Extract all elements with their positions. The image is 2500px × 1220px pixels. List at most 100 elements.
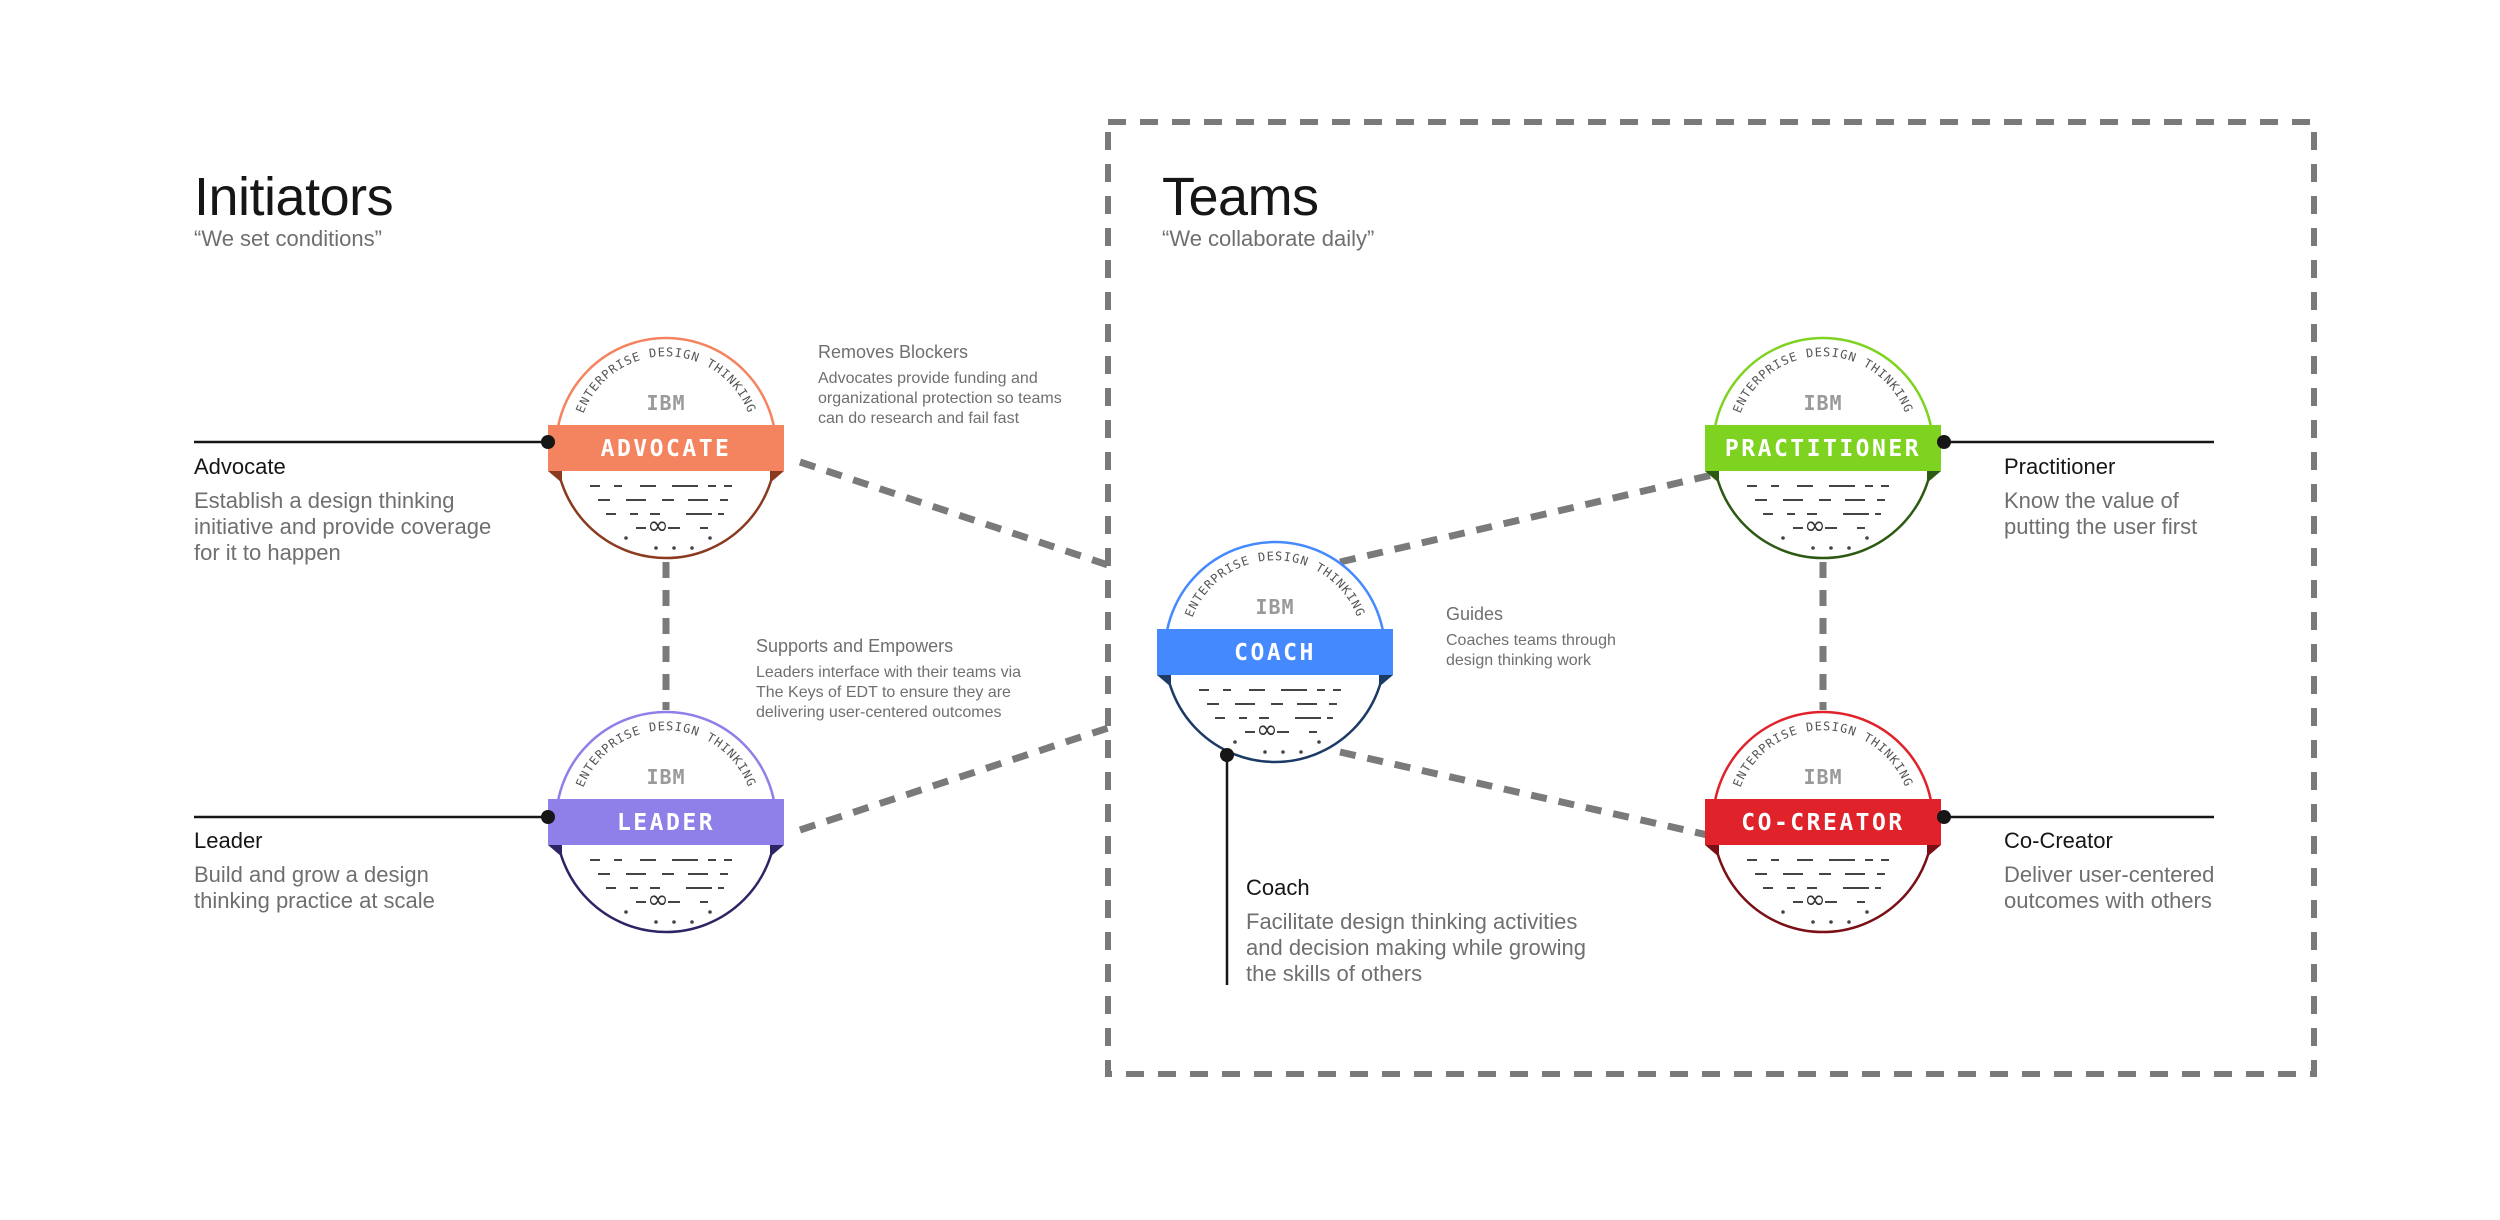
advocate-badge-upper-ring <box>554 336 778 449</box>
cocreator-badge-pattern <box>1747 859 1889 924</box>
leader-info: Leader Build and grow a design thinking … <box>194 828 435 914</box>
leader-badge-lower-ring <box>554 821 778 934</box>
coach-badge-label: COACH <box>1234 640 1316 666</box>
practitioner-badge-ribbon-tail-left <box>1705 471 1719 483</box>
practitioner-badge-lower-ring <box>1711 447 1935 560</box>
practitioner-badge-upper-ring <box>1711 336 1935 449</box>
advocate-badge-pattern <box>590 485 732 550</box>
cocreator-badge-infinity-icon: ∞ <box>1804 885 1826 915</box>
coach-description-line: and decision making while growing <box>1246 935 1586 960</box>
teams-quote: “We collaborate daily” <box>1162 226 1375 251</box>
advocate-badge-ribbon <box>548 425 784 471</box>
cocreator-description-line: Deliver user-centered <box>2004 862 2215 887</box>
advocate-description-line: for it to happen <box>194 540 341 565</box>
advocate-anchor-dot <box>541 435 555 449</box>
cocreator-badge-lower-ring <box>1711 821 1935 934</box>
supports-description: Leaders interface with their teams via T… <box>756 663 1021 723</box>
connector-coach-practitioner <box>1339 471 1713 566</box>
practitioner-badge-label: PRACTITIONER <box>1725 436 1921 462</box>
advocate-description-line: initiative and provide coverage <box>194 514 492 539</box>
guides-description: Coaches teams through design thinking wo… <box>1446 631 1616 671</box>
leader-description-line: thinking practice at scale <box>194 888 435 913</box>
connector-leader-coach <box>798 724 1110 834</box>
practitioner-badge-ribbon-tail-right <box>1927 471 1941 483</box>
practitioner-title: Practitioner <box>2004 454 2116 479</box>
coach-badge-ribbon <box>1157 629 1393 675</box>
connectors <box>662 458 1827 840</box>
practitioner-description-line: putting the user first <box>2004 514 2198 539</box>
cocreator-info: Co-Creator Deliver user-centered outcome… <box>2004 828 2214 914</box>
coach-anchor-dot <box>1220 748 1234 762</box>
cocreator-description-line: outcomes with others <box>2004 888 2212 913</box>
connector-advocate-coach <box>798 458 1110 569</box>
advocate-info: Advocate Establish a design thinking ini… <box>194 454 491 566</box>
cocreator-anchor-dot <box>1937 810 1951 824</box>
guides-line: Coaches teams through <box>1446 632 1616 649</box>
removes-blockers-description: Advocates provide funding and organizati… <box>818 369 1062 429</box>
leader-badge-ribbon-tail-left <box>548 845 562 857</box>
guides-title: Guides <box>1446 604 1504 624</box>
coach-badge-ibm-logo: IBM <box>1255 595 1294 619</box>
practitioner-description: Know the value of putting the user first <box>2004 488 2197 540</box>
leader-badge-ibm-logo: IBM <box>646 765 685 789</box>
cocreator-badge-ribbon-tail-left <box>1705 845 1719 857</box>
cocreator-badge-upper-ring <box>1711 710 1935 823</box>
initiators-heading: Initiators <box>194 167 394 227</box>
leader-badge-pattern <box>590 859 732 924</box>
leader-anchor-dot <box>541 810 555 824</box>
practitioner-badge-infinity-icon: ∞ <box>1804 511 1826 541</box>
supports-line: delivering user-centered outcomes <box>756 704 1002 721</box>
advocate-badge-ribbon-tail-right <box>770 471 784 483</box>
advocate-badge-label: ADVOCATE <box>601 436 732 462</box>
cocreator-title: Co-Creator <box>2004 828 2113 853</box>
advocate-badge-ibm-logo: IBM <box>646 391 685 415</box>
practitioner-description-line: Know the value of <box>2004 488 2179 513</box>
coach-badge-lower-ring <box>1163 651 1387 764</box>
coach-description-line: Facilitate design thinking activities <box>1246 909 1578 934</box>
teams-boundary <box>1105 119 2317 1077</box>
supports-title: Supports and Empowers <box>756 636 954 656</box>
advocate-badge-infinity-icon: ∞ <box>647 511 669 541</box>
cocreator-badge-ribbon-tail-right <box>1927 845 1941 857</box>
removes-blockers-title: Removes Blockers <box>818 342 969 362</box>
practitioner-badge-ribbon <box>1705 425 1941 471</box>
guides-note: Guides Coaches teams through design thin… <box>1446 604 1616 671</box>
removes-blockers-note: Removes Blockers Advocates provide fundi… <box>818 342 1062 429</box>
supports-line: The Keys of EDT to ensure they are <box>756 684 1011 701</box>
label-lines <box>194 440 2214 985</box>
leader-title: Leader <box>194 828 263 853</box>
teams-heading: Teams <box>1162 167 1319 227</box>
guides-line: design thinking work <box>1446 652 1591 669</box>
supports-note: Supports and Empowers Leaders interface … <box>756 636 1021 723</box>
practitioner-badge-ibm-logo: IBM <box>1803 391 1842 415</box>
coach-badge-infinity-icon: ∞ <box>1256 715 1278 745</box>
leader-description-line: Build and grow a design <box>194 862 429 887</box>
coach-description: Facilitate design thinking activities an… <box>1246 909 1586 987</box>
coach-description-line: the skills of others <box>1246 961 1423 986</box>
advocate-badge-ribbon-tail-left <box>548 471 562 483</box>
advocate-badge-lower-ring <box>554 447 778 560</box>
leader-badge-label: LEADER <box>617 810 715 836</box>
coach-badge-ribbon-tail-right <box>1379 675 1393 687</box>
leader-badge-infinity-icon: ∞ <box>647 885 669 915</box>
removes-blockers-line: organizational protection so teams <box>818 390 1062 407</box>
coach-badge-ribbon-tail-left <box>1157 675 1171 687</box>
supports-line: Leaders interface with their teams via <box>756 664 1022 681</box>
anchor-dots <box>541 435 1951 824</box>
practitioner-badge-pattern <box>1747 485 1889 550</box>
practitioner-badge: ENTERPRISE DESIGN THINKINGIBMPRACTITIONE… <box>1705 336 1941 560</box>
advocate-description-line: Establish a design thinking <box>194 488 455 513</box>
coach-badge-pattern <box>1199 689 1341 754</box>
leader-badge-upper-ring <box>554 710 778 823</box>
removes-blockers-line: can do research and fail fast <box>818 410 1020 427</box>
coach-title: Coach <box>1246 875 1310 900</box>
leader-badge-ribbon-tail-right <box>770 845 784 857</box>
cocreator-badge-ibm-logo: IBM <box>1803 765 1842 789</box>
coach-badge-upper-ring <box>1163 540 1387 653</box>
cocreator-badge-ribbon <box>1705 799 1941 845</box>
